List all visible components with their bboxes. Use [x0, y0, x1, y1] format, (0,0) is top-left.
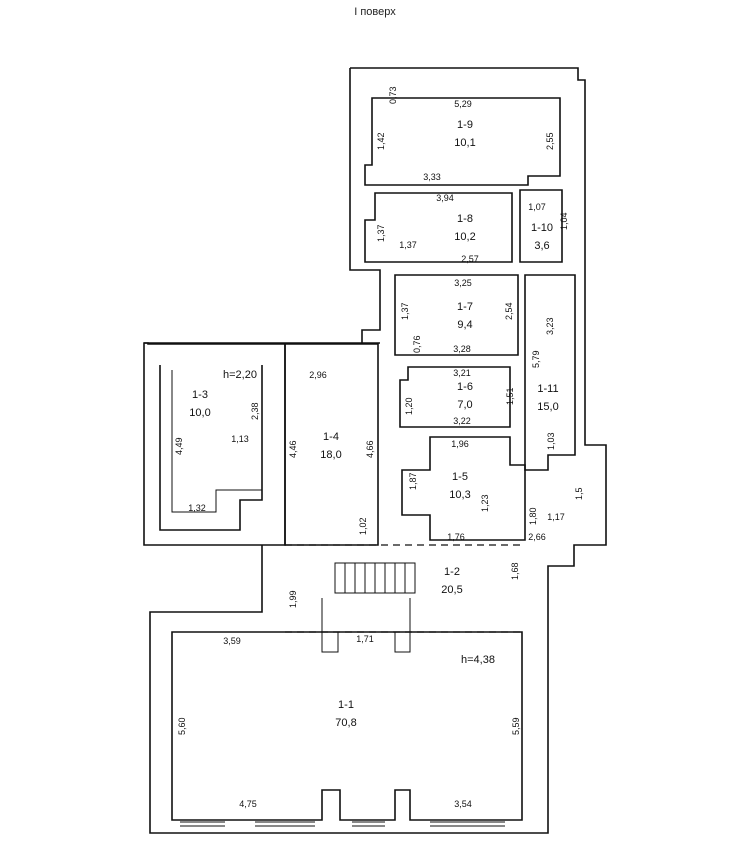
dimension: 3,25 — [454, 278, 472, 288]
room-1-6-outline — [399, 366, 511, 428]
dimension: 1,20 — [404, 397, 414, 415]
dimension: 2,54 — [504, 302, 514, 320]
dimension: 5,60 — [177, 717, 187, 735]
dimension: 5,79 — [531, 350, 541, 368]
dimension: 1,99 — [288, 590, 298, 608]
dimension: 1,51 — [505, 387, 515, 405]
dimension: 5,29 — [454, 99, 472, 109]
dimension: 3,23 — [545, 317, 555, 335]
room-id: 1-6 — [457, 381, 473, 393]
dimension: 1,13 — [231, 434, 249, 444]
dimension: 4,75 — [239, 799, 257, 809]
room-id: 1-8 — [457, 213, 473, 225]
dimension: 1,42 — [376, 132, 386, 150]
room-area: 7,0 — [457, 399, 472, 411]
dimension: 2,57 — [461, 254, 479, 264]
dimension: 0,76 — [412, 335, 422, 353]
room-area: 18,0 — [320, 449, 341, 461]
room-id: 1-4 — [323, 431, 339, 443]
dimension: 1,71 — [356, 634, 374, 644]
dimension: 1,96 — [451, 439, 469, 449]
dimension: 1,5 — [574, 487, 584, 500]
dimension: 2,55 — [545, 132, 555, 150]
dimension: 1,37 — [400, 302, 410, 320]
dimension: 5,59 — [511, 717, 521, 735]
room-id: 1-9 — [457, 119, 473, 131]
room-area: 20,5 — [441, 584, 462, 596]
room-area: 10,1 — [454, 137, 475, 149]
dimension: 1,23 — [480, 494, 490, 512]
room-area: 10,2 — [454, 231, 475, 243]
dimension-labels: 0,73 5,29 1,42 2,55 3,33 3,94 1,07 1,04 … — [174, 86, 584, 809]
dimension: 2,66 — [528, 532, 546, 542]
dimension: 1,76 — [447, 532, 465, 542]
dimension: 1,32 — [188, 503, 206, 513]
dimension: 4,66 — [365, 440, 375, 458]
dimension: 1,68 — [510, 562, 520, 580]
dimension: 0,73 — [388, 86, 398, 104]
dimension: 3,54 — [454, 799, 472, 809]
windows — [180, 821, 505, 827]
room-area: 3,6 — [534, 240, 549, 252]
dimension: 3,33 — [423, 172, 441, 182]
room-1-5-outline — [401, 436, 526, 541]
dimension: 4,46 — [288, 440, 298, 458]
room-id: 1-10 — [531, 222, 553, 234]
room-area: 10,0 — [189, 407, 210, 419]
dimension: 3,21 — [453, 368, 471, 378]
room-id: 1-5 — [452, 471, 468, 483]
room-1-1-outline — [171, 631, 523, 821]
dimension: 2,96 — [309, 370, 327, 380]
room-area: 15,0 — [537, 401, 558, 413]
dimension: 4,49 — [174, 437, 184, 455]
ceiling-height: h=2,20 — [223, 369, 257, 381]
ceiling-height: h=4,38 — [461, 654, 495, 666]
room-1-10-outline — [519, 189, 563, 263]
room-1-7-outline — [394, 274, 519, 356]
dimension: 2,38 — [250, 402, 260, 420]
dimension: 1,02 — [358, 517, 368, 535]
dimension: 1,17 — [547, 512, 565, 522]
dimension: 3,94 — [436, 193, 454, 203]
dimension: 3,22 — [453, 416, 471, 426]
dimension: 1,37 — [376, 224, 386, 242]
room-id: 1-1 — [338, 699, 354, 711]
room-id: 1-7 — [457, 301, 473, 313]
dimension: 1,80 — [528, 507, 538, 525]
dimension: 1,87 — [408, 472, 418, 490]
room-1-8-outline — [364, 192, 513, 263]
room-id: 1-3 — [192, 389, 208, 401]
dimension: 1,07 — [528, 202, 546, 212]
dimension: 3,28 — [453, 344, 471, 354]
dimension: 1,03 — [546, 432, 556, 450]
room-area: 70,8 — [335, 717, 356, 729]
dimension: 1,04 — [559, 212, 569, 230]
room-labels: 1-9 10,1 1-8 10,2 1-10 3,6 1-7 9,4 1-6 7… — [189, 119, 558, 729]
room-id: 1-11 — [537, 383, 558, 395]
room-id: 1-2 — [444, 566, 460, 578]
outer-walls — [143, 67, 607, 834]
dimension: 3,59 — [223, 636, 241, 646]
room-area: 10,3 — [449, 489, 470, 501]
room-area: 9,4 — [457, 319, 472, 331]
room-1-9-outline — [364, 97, 561, 186]
dimension: 1,37 — [399, 240, 417, 250]
room-1-4-outline — [284, 343, 379, 546]
floor-title: І поверх — [354, 6, 396, 18]
